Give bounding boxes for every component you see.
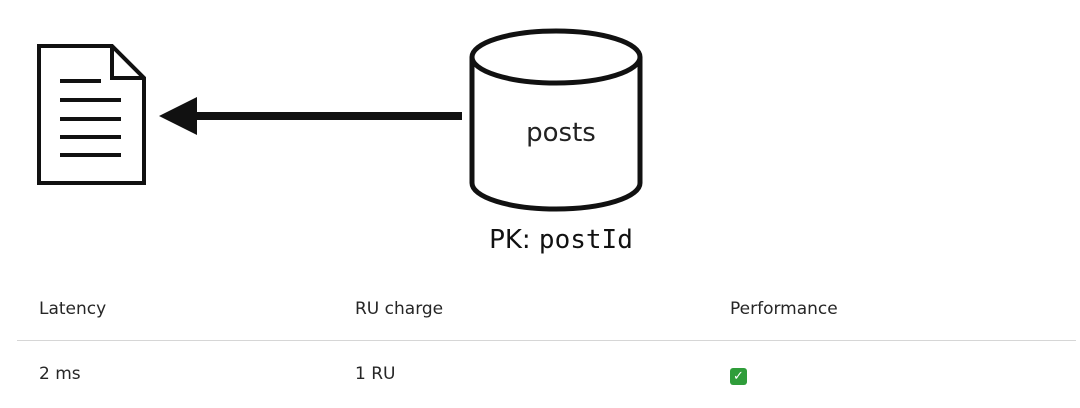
green-checkmark-icon: ✓ [730, 368, 747, 385]
header-performance: Performance [708, 278, 1076, 341]
header-ru-charge: RU charge [333, 278, 708, 341]
container-name-label: posts [526, 118, 596, 148]
table-row: 2 ms 1 RU ✓ [17, 341, 1076, 408]
read-diagram: posts PK: postId [37, 28, 652, 255]
diagram-graphics [37, 28, 643, 212]
cell-ru-charge: 1 RU [355, 364, 396, 384]
cell-latency: 2 ms [39, 364, 81, 384]
database-cylinder-icon [469, 28, 643, 212]
partition-key-label: PK: postId [470, 224, 652, 255]
partition-key-prefix: PK: [489, 225, 539, 255]
header-row: Latency RU charge Performance [17, 278, 1076, 341]
partition-key-value: postId [538, 225, 633, 255]
header-latency: Latency [17, 278, 333, 341]
table-body: 2 ms 1 RU ✓ [17, 341, 1076, 408]
table-header: Latency RU charge Performance [17, 278, 1076, 341]
cell-performance: ✓ [708, 341, 1076, 408]
document-icon [37, 44, 146, 185]
metrics-table: Latency RU charge Performance 2 ms 1 RU … [17, 278, 1076, 407]
left-arrow [159, 97, 462, 135]
